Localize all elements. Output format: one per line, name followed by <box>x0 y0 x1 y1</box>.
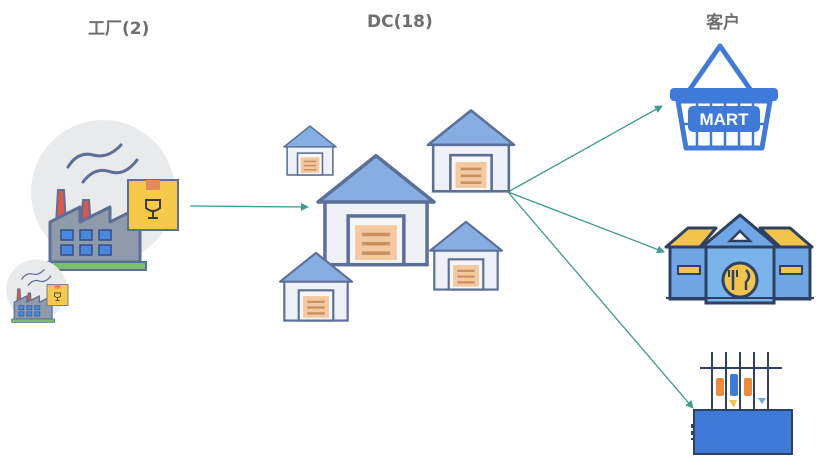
restaurant-icon <box>664 213 814 305</box>
arrow-dc-to-restaurant <box>507 191 665 254</box>
arrow-dc-to-supermarket <box>507 105 663 193</box>
warehouse-icon <box>283 125 337 176</box>
warehouse-icon <box>316 153 436 267</box>
supermarket-basket-icon: MART <box>670 43 778 151</box>
factory-icon <box>29 118 180 272</box>
mart-sign: MART <box>699 110 749 129</box>
warehouse-icon <box>426 109 516 193</box>
customer-label: 客户 <box>706 13 740 33</box>
dc-label: DC(18) <box>367 12 433 32</box>
warehouse-icon <box>428 220 504 291</box>
store-shelf-icon <box>691 352 793 455</box>
arrow-dc-to-store <box>507 191 694 409</box>
factory-label: 工厂(2) <box>88 19 150 39</box>
arrow-factory-to-dc <box>189 202 309 211</box>
